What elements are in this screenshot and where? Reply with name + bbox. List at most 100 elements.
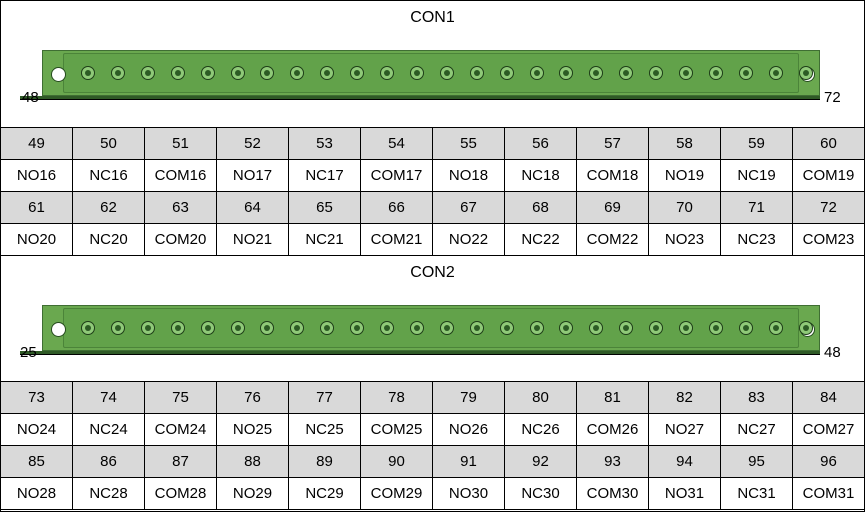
terminal-screw-icon bbox=[529, 321, 544, 335]
signal-name-cell: NC21 bbox=[288, 223, 361, 256]
terminal-screw-icon bbox=[260, 321, 275, 335]
signal-name-cell: NC29 bbox=[288, 477, 361, 510]
pin-number-cell: 80 bbox=[504, 381, 577, 414]
terminal-screw-icon bbox=[559, 321, 574, 335]
signal-name-cell: NO16 bbox=[0, 159, 73, 192]
pin-number-cell: 92 bbox=[504, 445, 577, 478]
terminal-screw-icon bbox=[290, 321, 305, 335]
terminal-screw-icon bbox=[200, 321, 215, 335]
signal-name-cell: NC17 bbox=[288, 159, 361, 192]
con1-left-pin-label: 48 bbox=[22, 89, 39, 106]
terminal-screw-icon bbox=[439, 66, 454, 80]
signal-name-cell: COM21 bbox=[360, 223, 433, 256]
pin-number-cell: 94 bbox=[648, 445, 721, 478]
pin-number-cell: 86 bbox=[72, 445, 145, 478]
signal-name-cell: NO28 bbox=[0, 477, 73, 510]
pin-number-cell: 88 bbox=[216, 445, 289, 478]
signal-name-cell: NO27 bbox=[648, 413, 721, 446]
con1-terminal-body bbox=[42, 50, 820, 96]
pin-number-cell: 85 bbox=[0, 445, 73, 478]
signal-name-cell: NC20 bbox=[72, 223, 145, 256]
terminal-screw-icon bbox=[469, 66, 484, 80]
terminal-screw-icon bbox=[679, 321, 693, 335]
terminal-screw-icon bbox=[170, 321, 185, 335]
pin-number-cell: 78 bbox=[360, 381, 433, 414]
pin-number-cell: 60 bbox=[792, 127, 865, 160]
pin-number-cell: 67 bbox=[432, 191, 505, 224]
terminal-screw-icon bbox=[170, 66, 185, 80]
signal-name-cell: COM29 bbox=[360, 477, 433, 510]
signal-name-cell: COM26 bbox=[576, 413, 649, 446]
pin-number-cell: 77 bbox=[288, 381, 361, 414]
con2-left-pin-label: 25 bbox=[20, 344, 37, 361]
signal-name-cell: NC26 bbox=[504, 413, 577, 446]
terminal-screw-icon bbox=[738, 66, 753, 80]
pin-number-cell: 55 bbox=[432, 127, 505, 160]
signal-name-cell: NO21 bbox=[216, 223, 289, 256]
pin-number-cell: 74 bbox=[72, 381, 145, 414]
con1-terminal-strip bbox=[63, 53, 799, 93]
pin-number-cell: 96 bbox=[792, 445, 865, 478]
terminal-screw-icon bbox=[768, 321, 783, 335]
con1-right-pin-label: 72 bbox=[824, 89, 841, 106]
pin-number-cell: 53 bbox=[288, 127, 361, 160]
terminal-screw-icon bbox=[110, 321, 125, 335]
pin-number-cell: 52 bbox=[216, 127, 289, 160]
signal-name-cell: COM22 bbox=[576, 223, 649, 256]
pin-number-cell: 71 bbox=[720, 191, 793, 224]
terminal-screw-icon bbox=[619, 321, 634, 335]
signal-name-cell: NO31 bbox=[648, 477, 721, 510]
terminal-screw-icon bbox=[469, 321, 484, 335]
con2-mount-hole-left bbox=[51, 322, 66, 337]
pin-number-cell: 66 bbox=[360, 191, 433, 224]
signal-name-cell: NO19 bbox=[648, 159, 721, 192]
terminal-screw-icon bbox=[798, 321, 813, 335]
pin-number-cell: 65 bbox=[288, 191, 361, 224]
con2-terminal-strip bbox=[63, 308, 799, 348]
terminal-screw-icon bbox=[200, 66, 215, 80]
pin-number-cell: 64 bbox=[216, 191, 289, 224]
pin-number-cell: 82 bbox=[648, 381, 721, 414]
terminal-screw-icon bbox=[768, 66, 783, 80]
pin-number-cell: 49 bbox=[0, 127, 73, 160]
terminal-screw-icon bbox=[439, 321, 454, 335]
terminal-screw-icon bbox=[619, 66, 634, 80]
signal-name-cell: NO17 bbox=[216, 159, 289, 192]
pin-number-cell: 81 bbox=[576, 381, 649, 414]
pin-number-cell: 70 bbox=[648, 191, 721, 224]
terminal-screw-icon bbox=[409, 321, 424, 335]
con1-terminal-block bbox=[20, 50, 822, 100]
signal-name-cell: COM25 bbox=[360, 413, 433, 446]
signal-name-cell: COM16 bbox=[144, 159, 217, 192]
signal-name-cell: NO25 bbox=[216, 413, 289, 446]
terminal-screw-icon bbox=[380, 66, 394, 80]
signal-name-cell: NO24 bbox=[0, 413, 73, 446]
signal-name-cell: COM28 bbox=[144, 477, 217, 510]
pin-number-cell: 59 bbox=[720, 127, 793, 160]
terminal-screw-icon bbox=[81, 66, 95, 80]
pin-number-cell: 89 bbox=[288, 445, 361, 478]
pin-number-cell: 79 bbox=[432, 381, 505, 414]
terminal-screw-icon bbox=[559, 66, 574, 80]
pin-number-cell: 54 bbox=[360, 127, 433, 160]
signal-name-cell: NC27 bbox=[720, 413, 793, 446]
signal-name-cell: NO29 bbox=[216, 477, 289, 510]
signal-name-cell: COM20 bbox=[144, 223, 217, 256]
pin-number-cell: 58 bbox=[648, 127, 721, 160]
con2-terminal-block bbox=[20, 305, 822, 355]
signal-name-cell: NO30 bbox=[432, 477, 505, 510]
terminal-screw-icon bbox=[649, 66, 664, 80]
signal-name-cell: NO26 bbox=[432, 413, 505, 446]
signal-name-cell: COM27 bbox=[792, 413, 865, 446]
signal-name-cell: NC19 bbox=[720, 159, 793, 192]
terminal-screw-icon bbox=[350, 321, 365, 335]
pin-number-cell: 91 bbox=[432, 445, 505, 478]
